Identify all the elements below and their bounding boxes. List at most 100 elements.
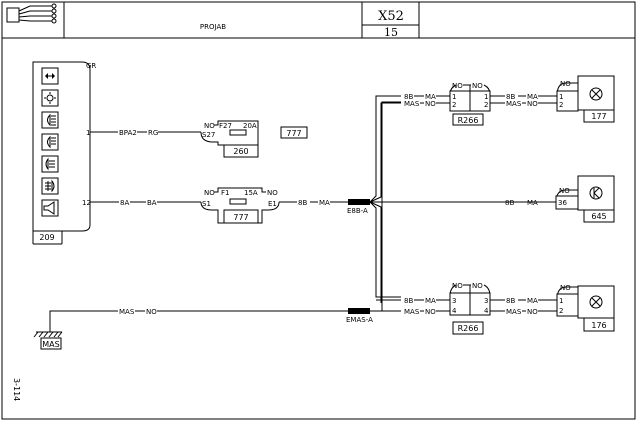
wire-rg-color: RG — [148, 129, 158, 137]
wire-label: MA — [425, 93, 436, 101]
wire-ma-color: MA — [319, 199, 330, 207]
side-reference: 3-114 — [12, 378, 21, 401]
fuse-f1: F1 — [221, 189, 229, 197]
connector-logo-icon — [6, 3, 57, 24]
wire-label: 8B — [506, 93, 515, 101]
relay-pin: 4 — [484, 307, 489, 315]
wire-ba-color: BA — [147, 199, 157, 207]
lamp-177-label: 177 — [591, 112, 606, 121]
wire-label: MA — [527, 93, 538, 101]
lamp-645: 8B MA NO 36 645 — [505, 175, 615, 223]
wire-label: NO — [425, 100, 436, 108]
splice-emas-label: EMAS-A — [346, 316, 373, 324]
lamp-no-label: NO — [560, 80, 571, 88]
fuse-symbol-icon — [229, 129, 247, 136]
fuse-box-260: NO F27 20A S27 260 — [200, 120, 259, 158]
switch-panel-label: 209 — [39, 233, 54, 242]
fuse-260-no: NO — [204, 122, 215, 130]
lamp-pin: 36 — [558, 199, 567, 207]
indicator-k-icon — [589, 186, 603, 200]
wire-label: 8B — [404, 93, 413, 101]
wire-label: 8B — [505, 199, 514, 207]
relay-pin: 2 — [452, 101, 456, 109]
wire-label: MAS — [506, 100, 522, 108]
splice-e8b-label: E8B-A — [347, 207, 368, 215]
wire-label: NO — [425, 308, 436, 316]
fuse-777-no-left: NO — [204, 189, 215, 197]
relay-no-label: NO — [452, 282, 463, 290]
lamp-pin: 1 — [559, 297, 563, 305]
lamp-177: NO 1 2 177 — [556, 75, 615, 123]
lamp-pin: 2 — [559, 101, 563, 109]
wire-label: MA — [527, 199, 538, 207]
fuse-box-777: NO F1 15A S1 E1 NO 777 — [200, 187, 280, 224]
ground-label: MAS — [42, 340, 59, 349]
switch-panel-color: GR — [86, 62, 96, 70]
wire-label: MA — [425, 297, 436, 305]
wire-label: MAS — [404, 308, 420, 316]
wire-label: MA — [527, 297, 538, 305]
fuse-symbol-icon — [229, 198, 247, 205]
relay-pin: 3 — [452, 297, 456, 305]
wire-8b-code: 8B — [298, 199, 307, 207]
relay-pin: 2 — [484, 101, 488, 109]
relay-pin: 3 — [484, 297, 488, 305]
diagram-code: X52 — [378, 9, 404, 24]
wire-bpa2-code: BPA2 — [119, 129, 137, 137]
title-block: PROJAB X52 15 — [2, 2, 635, 39]
fuse-777-no-right: NO — [267, 189, 278, 197]
fuse-f1-rating: 15A — [244, 189, 258, 197]
bulb-icon — [589, 87, 603, 101]
pin-12-label: 12 — [82, 199, 91, 207]
wire-8a: 12 8A BA — [82, 199, 201, 207]
wire-label: MAS — [404, 100, 420, 108]
ground-mas: MAS MAS NO — [33, 308, 348, 350]
lamp-176-label: 176 — [591, 321, 606, 330]
switch-panel-209: 209 GR — [32, 61, 96, 245]
wire-label: NO — [146, 308, 157, 316]
pin-1-label: 1 — [86, 129, 90, 137]
relay-top-label: R266 — [458, 116, 479, 125]
relay-pin: 1 — [452, 93, 456, 101]
fuse-777-pin-in: S1 — [202, 200, 211, 208]
page-title: PROJAB — [200, 23, 226, 31]
wire-8a-code: 8A — [120, 199, 129, 207]
lamp-176: NO 1 2 176 — [556, 284, 615, 332]
wire-label: MAS — [119, 308, 135, 316]
lamp-no-label: NO — [560, 284, 571, 292]
box-777-label: 777 — [286, 129, 301, 138]
fuse-f27-rating: 20A — [243, 122, 257, 130]
splice-e8b: E8B-A — [347, 95, 556, 303]
page-number: 15 — [384, 26, 398, 39]
fuse-box-777-label: 777 — [233, 213, 248, 222]
fuse-777-pin-out: E1 — [268, 200, 277, 208]
bulb-icon — [589, 295, 603, 309]
fuse-box-260-label: 260 — [233, 147, 248, 156]
fuse-260-pin: S27 — [202, 131, 215, 139]
splice-emas: EMAS-A — [346, 101, 401, 324]
relay-bottom-label: R266 — [458, 324, 479, 333]
wire-label: 8B — [404, 297, 413, 305]
wire-label: NO — [527, 308, 538, 316]
wire-label: MAS — [506, 308, 522, 316]
wire-label: 8B — [506, 297, 515, 305]
relay-pin: 1 — [484, 93, 488, 101]
lamp-pin: 1 — [559, 93, 563, 101]
relay-r266-bottom: 8B MA MAS NO NO NO 3 4 3 4 R266 8B MA MA… — [376, 282, 557, 335]
interior-light-icon — [41, 89, 59, 107]
relay-pin: 4 — [452, 307, 457, 315]
lamp-645-label: 645 — [591, 212, 606, 221]
relay-no-label: NO — [452, 82, 463, 90]
lamp-no-label: NO — [559, 187, 570, 195]
relay-r266-top: 8B MA MAS NO NO NO 1 2 1 2 R266 8B MA MA… — [381, 82, 557, 126]
fuse-f27: F27 — [219, 122, 232, 130]
lamp-pin: 2 — [559, 307, 563, 315]
wire-8b-feed: 8B MA — [279, 199, 348, 207]
wire-bpa2: 1 BPA2 RG — [86, 129, 201, 137]
relay-no-label: NO — [472, 282, 483, 290]
relay-no-label: NO — [472, 82, 483, 90]
box-777-ref: 777 — [280, 126, 308, 139]
wire-label: NO — [527, 100, 538, 108]
